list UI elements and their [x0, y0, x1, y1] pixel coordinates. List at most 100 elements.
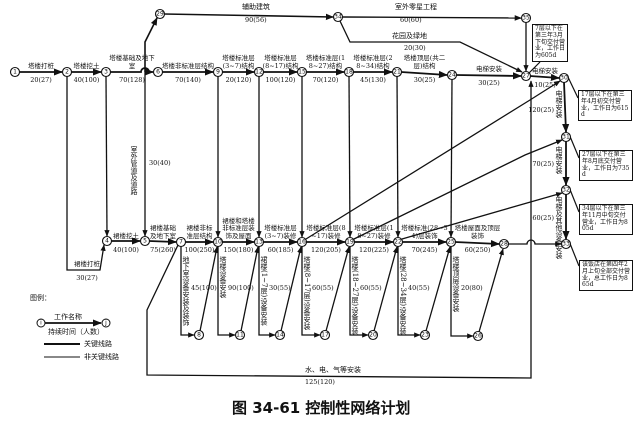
legend-node-j: [101, 318, 111, 328]
node-circle: [154, 8, 166, 20]
node-32: 32: [560, 184, 572, 196]
node-number: 7: [179, 239, 183, 246]
activity-arrow: [401, 192, 563, 240]
milestone-callout: 34层以下在第三年11月中旬交付营业，工作日为805d: [579, 204, 633, 235]
activity-name-box: 塔楼挖土: [73, 61, 100, 70]
node-6: 6: [152, 66, 164, 78]
node-14: 14: [274, 329, 286, 341]
activity-arrow: [104, 75, 110, 237]
activity-name: 塔楼挖土: [73, 61, 100, 70]
node-number: 23: [421, 332, 429, 339]
edges: [19, 13, 580, 379]
milestone-callout: 该饭店在第四年2月上旬全部交付营业，总工作日为865d: [579, 260, 633, 291]
activity-name-box: 裙楼基础及地下室: [150, 224, 176, 240]
activity-duration: 100(250): [185, 246, 215, 254]
activity-duration: 90(100): [228, 284, 254, 292]
node-circle: [446, 69, 458, 81]
node-number: 3: [104, 69, 108, 76]
node-number: 27: [522, 73, 530, 80]
activity-duration: 30(27): [76, 274, 98, 282]
node-number: 17: [321, 332, 329, 339]
activity-arrow: [280, 246, 303, 332]
node-circle: [520, 70, 532, 82]
node-25: 25: [445, 236, 457, 248]
node-number: 29: [156, 11, 164, 18]
node-circle: [419, 329, 431, 341]
node-23: 23: [419, 329, 431, 341]
node-15: 15: [296, 66, 308, 78]
node-number: 1: [13, 69, 17, 76]
activity-arrow: [454, 240, 500, 248]
node-28: 28: [498, 238, 510, 250]
activity-duration: 60(60): [400, 16, 422, 24]
activity-duration: 20(27): [30, 76, 52, 84]
activity-arrow: [144, 17, 158, 72]
node-27: 27: [520, 70, 532, 82]
activity-name: 塔楼(28~34层)设备安装: [399, 255, 407, 335]
callout-text: 17层以下在第三年4月初交付营业，工作日为615d: [578, 90, 632, 121]
activity-arrow: [258, 246, 276, 338]
activity-name: 塔楼屋面及顶层装饰: [454, 224, 501, 240]
activity-duration: 70(140): [175, 76, 201, 84]
legend-duration: 持续时间（人数）: [48, 327, 104, 336]
node-number: 25: [447, 239, 455, 246]
node-circle: [392, 236, 404, 248]
activity-arrow: [400, 70, 448, 79]
node-number: 14: [276, 332, 284, 339]
activity-name-box: 塔楼标准层(28~34)结构: [353, 54, 393, 70]
node-number: 35: [522, 15, 530, 22]
node-number: 2: [65, 69, 69, 76]
node-19: 19: [344, 236, 356, 248]
callout-text: 34层以下在第三年11月中旬交付营业，工作日为805d: [579, 204, 633, 235]
node-number: 11: [236, 332, 244, 339]
legend-node-i-label: i: [40, 320, 42, 327]
activity-name: 塔楼标准层(3~7)结构: [222, 54, 255, 70]
node-number: 19: [346, 239, 354, 246]
activity-name-box: 电梯安装: [476, 65, 502, 72]
node-21: 21: [391, 66, 403, 78]
activity-name: 裙楼打桩: [74, 259, 100, 268]
node-number: 6: [156, 69, 160, 76]
activity-name-box: 塔楼标准层(18~27)结构: [305, 54, 346, 70]
activity-name: 塔楼标准层(8~17)结构: [262, 54, 299, 70]
activity-name: 裙楼基础及地下室: [150, 224, 176, 240]
activity-name: 塔楼(8~17层)设备安装: [303, 255, 311, 331]
activity-name: 塔楼标准(28~34)层装饰: [401, 224, 448, 240]
node-35: 35: [520, 12, 532, 24]
node-26: 26: [472, 330, 484, 342]
node-number: 18: [345, 69, 353, 76]
activity-duration: 120(25): [528, 106, 554, 114]
node-circle: [472, 330, 484, 342]
node-circle: [61, 66, 73, 78]
activity-arrow: [341, 15, 522, 21]
milestone-callout: 7层以下在第三年3月下旬交付营业，工作日为605d: [532, 24, 568, 62]
node-circle: [193, 329, 205, 341]
node-circle: [296, 66, 308, 78]
milestone-callout: 17层以下在第三年4月初交付营业，工作日为615d: [578, 90, 632, 121]
activity-duration: 125(120): [305, 378, 335, 386]
node-11: 11: [234, 329, 246, 341]
activity-arrow: [450, 246, 474, 339]
node-circle: [152, 66, 164, 78]
node-circle: [101, 235, 113, 247]
node-circle: [253, 236, 265, 248]
node-1: 1: [9, 66, 21, 78]
node-circle: [319, 329, 331, 341]
node-circle: [332, 11, 344, 23]
node-circle: [560, 131, 572, 143]
activity-name-box: 塔楼打桩: [28, 62, 54, 69]
activity-name: 水、电、气等安装: [305, 365, 361, 374]
node-12: 12: [253, 66, 265, 78]
node-8: 8: [193, 329, 205, 341]
activity-name: 塔楼标准层(28~34)结构: [353, 54, 393, 70]
activity-name: 塔楼标准层(18~27)装修: [354, 224, 394, 240]
activity-name: 塔楼标准层(18~27)结构: [305, 54, 346, 70]
callout-text: 27层以下在第三年8月底交付营业，工作日为735d: [579, 150, 633, 181]
activity-arrow: [508, 239, 562, 247]
node-5: 5: [139, 235, 151, 247]
activity-name: 塔楼设备安装: [219, 255, 227, 299]
activity-duration: 120(225): [359, 246, 389, 254]
legend: 图例： i j 工作名称 持续时间（人数） 关键线路 非关键线路: [30, 293, 119, 361]
activity-name: 塔楼顶层(共二层)结构: [403, 54, 446, 70]
activity-arrow: [395, 75, 401, 238]
